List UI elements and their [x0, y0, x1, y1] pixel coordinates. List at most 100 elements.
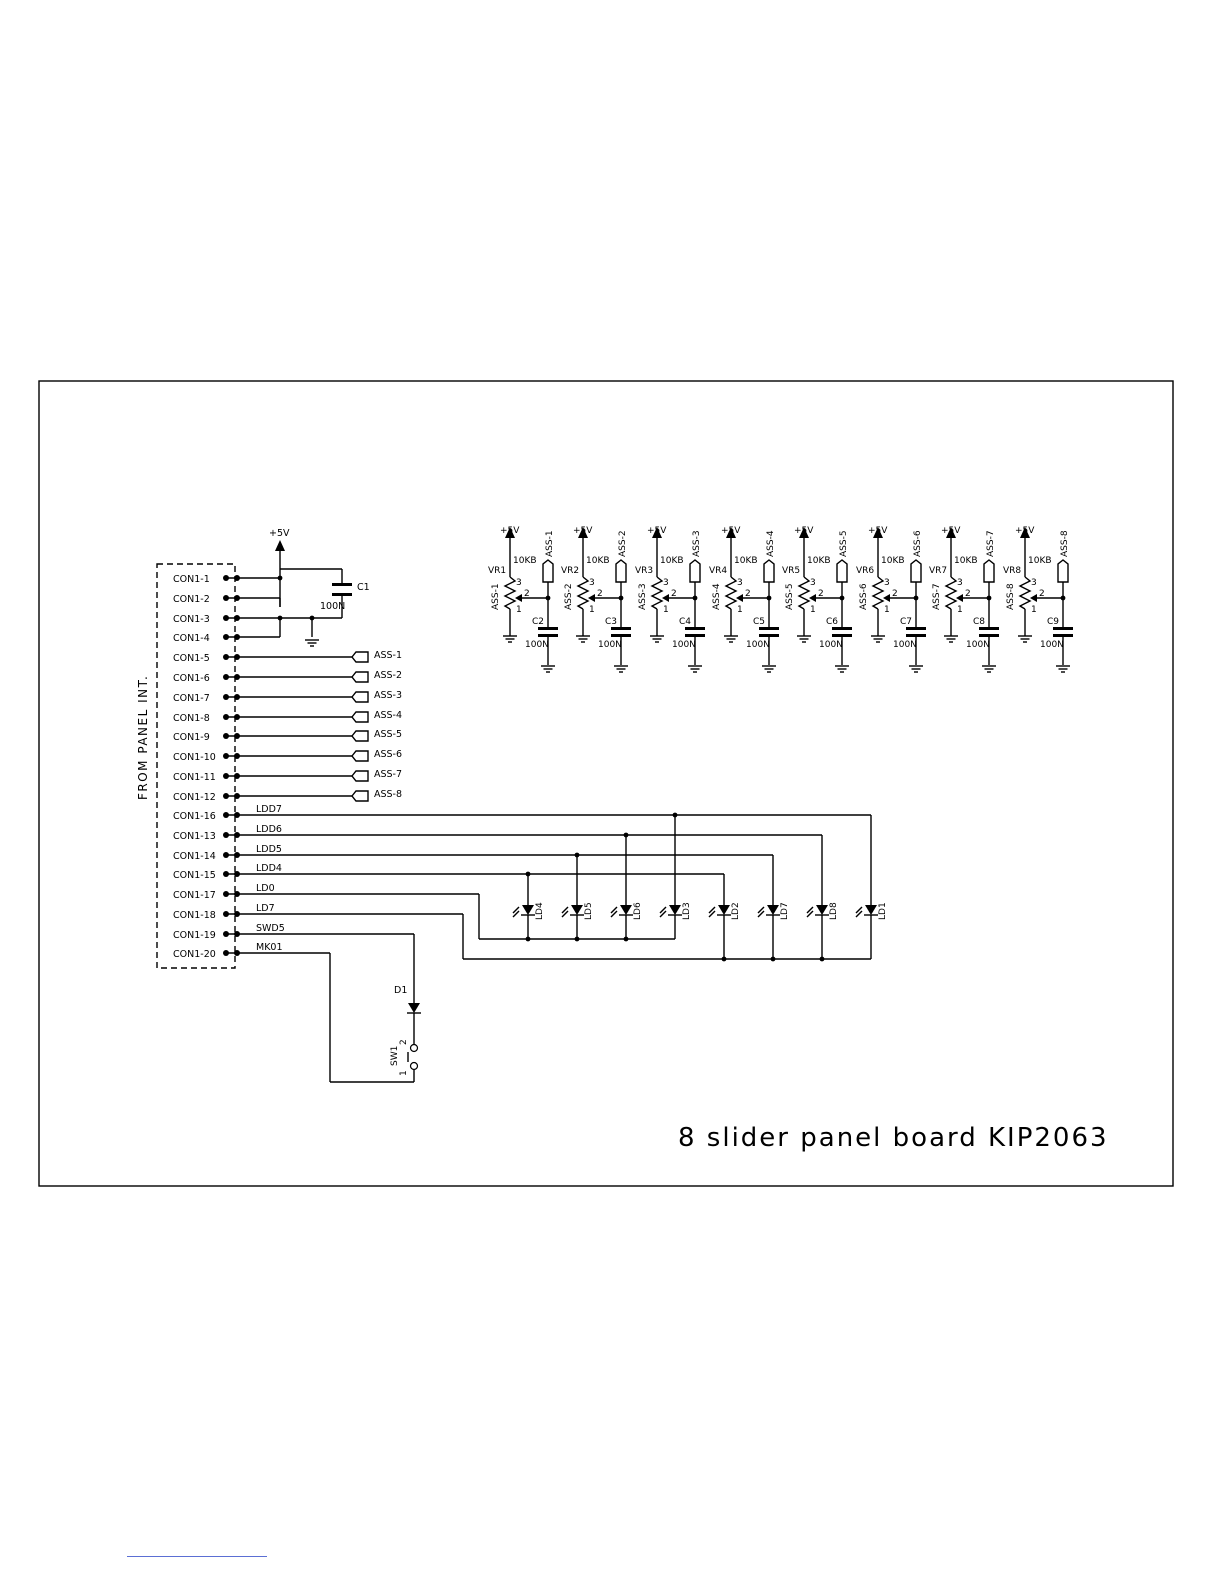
title-block: 8 slider panel board KIP2063 — [678, 1123, 1109, 1153]
net-label: LDD5 — [256, 844, 282, 855]
c1-capacitor-icon — [332, 583, 352, 596]
junction-dot — [770, 956, 776, 962]
cap-ref: C7 — [900, 617, 912, 627]
port-flag-icon — [351, 730, 369, 742]
connector-pin-label: CON1-9 — [173, 732, 210, 743]
vr-pin: 2 — [597, 589, 603, 599]
capacitor-plate — [1053, 627, 1073, 630]
junction-dot — [913, 595, 919, 601]
pin-dot — [234, 575, 240, 581]
capacitor-plate — [906, 627, 926, 630]
pin-dot — [234, 733, 240, 739]
port-flag-icon — [351, 671, 369, 683]
capacitor-plate — [538, 627, 558, 630]
pin-dot — [223, 694, 229, 700]
connector-pin-label: CON1-17 — [173, 890, 216, 901]
vr-ref: VR4 — [709, 566, 727, 576]
led-ray — [512, 906, 520, 914]
capacitor-icon — [685, 627, 705, 637]
pin-dot — [223, 615, 229, 621]
led-ref: LD8 — [829, 902, 839, 920]
junction-dot — [309, 615, 315, 621]
pin-dot — [234, 891, 240, 897]
capacitor-plate — [611, 627, 631, 630]
port-label: ASS-7 — [374, 769, 402, 780]
port-label: ASS-1 — [545, 530, 555, 557]
vr-ref: VR5 — [782, 566, 800, 576]
net-label: LDD6 — [256, 824, 282, 835]
port-flag-icon — [689, 559, 701, 583]
cap-value: 100N — [598, 640, 622, 650]
connector-pin-label: CON1-15 — [173, 870, 216, 881]
junction-dot — [525, 936, 531, 942]
port-flag-icon — [615, 559, 627, 583]
wiper-arrow-icon — [515, 594, 522, 602]
pin-dot — [223, 911, 229, 917]
cap-ref: C5 — [753, 617, 765, 627]
vr-value: 10KB — [1028, 556, 1052, 566]
port-flag-icon — [836, 559, 848, 583]
connector-pin-label: CON1-20 — [173, 949, 216, 960]
diode-ref: D1 — [394, 985, 407, 996]
led-icon — [620, 905, 632, 915]
cap-value: 100N — [819, 640, 843, 650]
port-flag-icon — [1057, 559, 1069, 583]
labels: 8 slider panel board KIP2063 FROM PANEL I… — [136, 526, 1109, 1153]
net-label: MK01 — [256, 942, 283, 953]
port-label: ASS-8 — [374, 789, 402, 800]
ground-icon — [1056, 665, 1070, 673]
diode-icon — [408, 1003, 420, 1013]
vr-ref: VR2 — [561, 566, 579, 576]
led-icon — [669, 905, 681, 915]
capacitor-icon — [759, 627, 779, 637]
junction-dot — [819, 956, 825, 962]
potentiometer-icon — [724, 576, 738, 610]
junction-dot — [672, 812, 678, 818]
port-label: ASS-4 — [374, 710, 402, 721]
pin-dot — [234, 950, 240, 956]
capacitor-plate — [759, 634, 779, 637]
pin-dot — [234, 753, 240, 759]
vr-pin: 1 — [737, 605, 743, 615]
vr-value: 10KB — [586, 556, 610, 566]
led-ray — [610, 910, 618, 918]
led-ray — [708, 906, 716, 914]
vr-pin: 3 — [516, 578, 522, 588]
led-ref: LD3 — [682, 902, 692, 920]
pin-dot — [223, 832, 229, 838]
cap-value: 100N — [1040, 640, 1064, 650]
capacitor-plate — [538, 634, 558, 637]
ground-icon — [305, 639, 319, 647]
net-label: LD7 — [256, 903, 275, 914]
capacitor-plate — [1053, 634, 1073, 637]
port-label: ASS-2 — [618, 530, 628, 557]
vr-pin: 2 — [965, 589, 971, 599]
pin-dot — [234, 832, 240, 838]
vr-net-label: ASS-5 — [785, 583, 795, 610]
vr-net-label: ASS-1 — [491, 583, 501, 610]
power-arrow-icon — [1020, 527, 1030, 538]
junction-dot — [721, 956, 727, 962]
cap-value: 100N — [893, 640, 917, 650]
vr-ref: VR8 — [1003, 566, 1021, 576]
vr-value: 10KB — [660, 556, 684, 566]
pin-dot — [223, 793, 229, 799]
vr-pin: 3 — [957, 578, 963, 588]
connector-side-label: FROM PANEL INT. — [136, 675, 150, 800]
power-arrow-icon — [726, 527, 736, 538]
switch-contact-icon — [409, 1043, 419, 1053]
led-ray — [806, 910, 814, 918]
vr-pin: 1 — [516, 605, 522, 615]
junction-dot — [692, 595, 698, 601]
c1-value: 100N — [320, 601, 345, 612]
led-ray — [708, 910, 716, 918]
pin-dot — [223, 773, 229, 779]
port-flag-icon — [351, 770, 369, 782]
led-icon — [865, 905, 877, 915]
led-icon — [522, 905, 534, 915]
power-arrow-icon — [873, 527, 883, 538]
port-label: ASS-1 — [374, 650, 402, 661]
drawing-frame — [38, 380, 1174, 1187]
vr-net-label: ASS-2 — [564, 583, 574, 610]
